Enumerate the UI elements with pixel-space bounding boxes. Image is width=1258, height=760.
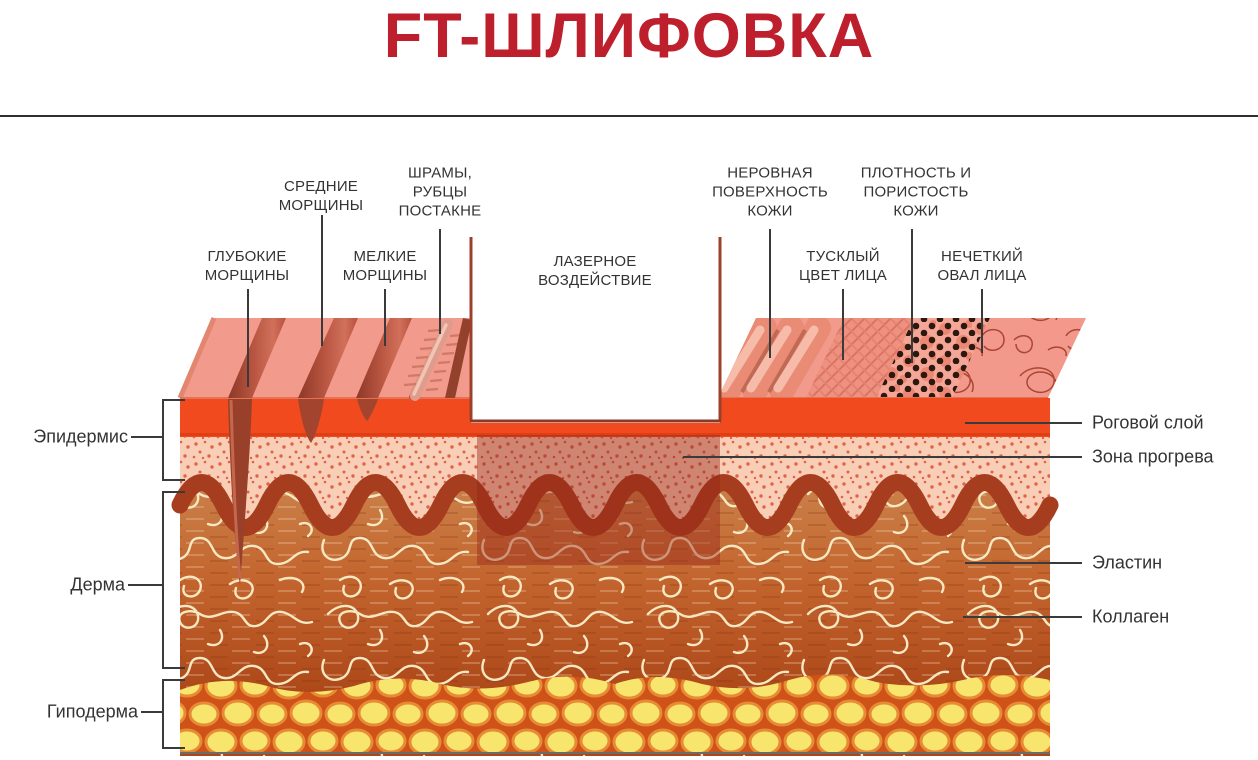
wrinkle-wedges [228,399,378,586]
callout-medium-wrinkles: СРЕДНИЕ МОРЩИНЫ [278,178,364,214]
dermal-junction-wave [171,474,1059,536]
structure-label-collagen: Коллаген [1092,606,1170,627]
callout-density-porosity: ПЛОТНОСТЬ И ПОРИСТОСТЬ КОЖИ [860,164,972,220]
callout-uneven-surface: НЕРОВНАЯ ПОВЕРХНОСТЬ КОЖИ [712,164,828,220]
scar [403,319,463,401]
heat-zone-overlay [477,435,720,565]
right-skin-surface [718,318,1086,398]
callout-scars-postacne: ШРАМЫ, РУБЦЫ ПОСТАКНЕ [398,164,482,220]
callout-deep-wrinkles: ГЛУБОКИЕ МОРЩИНЫ [204,248,290,284]
callout-dull-complexion: ТУСКЛЫЙ ЦВЕТ ЛИЦА [799,248,887,284]
leader-lines [128,215,1082,713]
layer-label-dermis: Дерма [70,574,125,595]
structure-label-heat-zone: Зона прогрева [1092,446,1214,467]
page-title: FT-ШЛИФОВКА [383,1,875,71]
dull-tone-texture [806,318,914,398]
layer-label-hypodermis: Гиподерма [46,701,138,722]
structure-label-horny-layer: Роговой слой [1092,412,1204,433]
ridges-texture [718,318,831,398]
callout-unclear-oval: НЕЧЕТКИЙ ОВАЛ ЛИЦА [937,248,1027,284]
hypodermis-layer [180,674,1050,754]
layer-label-epidermis: Эпидермис [33,426,128,447]
callout-fine-wrinkles: МЕЛКИЕ МОРЩИНЫ [342,248,428,284]
structure-label-elastin: Эластин [1092,552,1163,573]
laser-zone [445,230,722,423]
left-skin-surface [177,317,470,401]
callout-laser-impact: ЛАЗЕРНОЕ ВОЗДЕЙСТВИЕ [538,253,652,289]
swirl-texture [952,318,1086,398]
layer-brackets [162,399,185,749]
